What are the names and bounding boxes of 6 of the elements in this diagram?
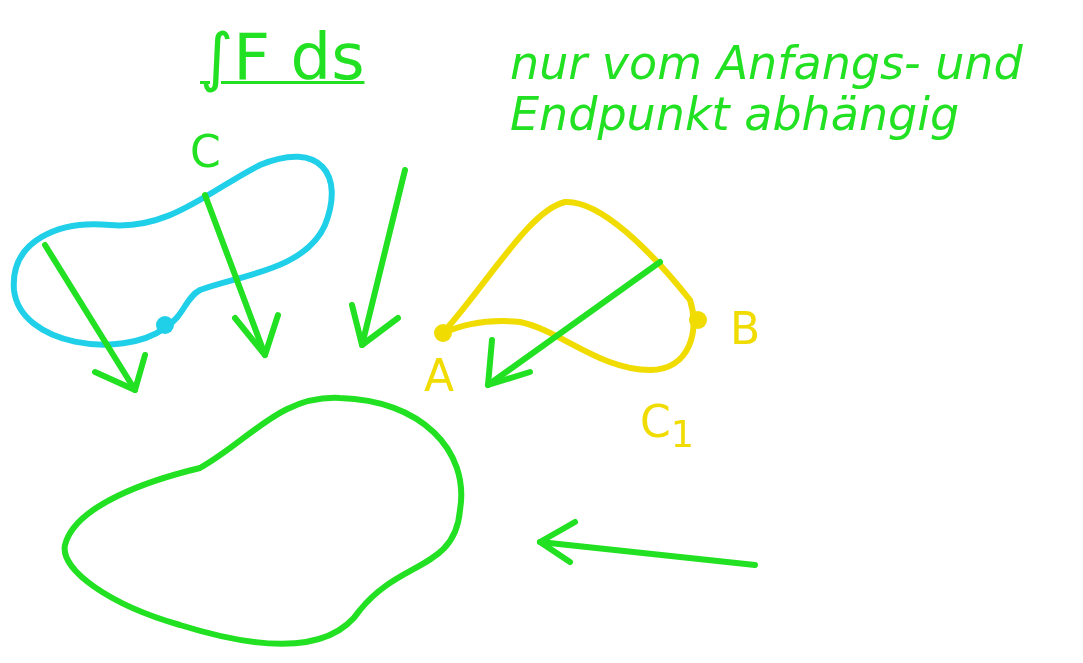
- integral-expression: ∫F ds: [200, 22, 365, 93]
- note-text: nur vom Anfangs- und Endpunkt abhängig: [510, 38, 1024, 140]
- curve-label: C: [190, 128, 221, 177]
- point-label: B: [730, 305, 761, 354]
- point-label: A: [424, 352, 455, 401]
- curve-label: C$_{1}$: [640, 398, 695, 456]
